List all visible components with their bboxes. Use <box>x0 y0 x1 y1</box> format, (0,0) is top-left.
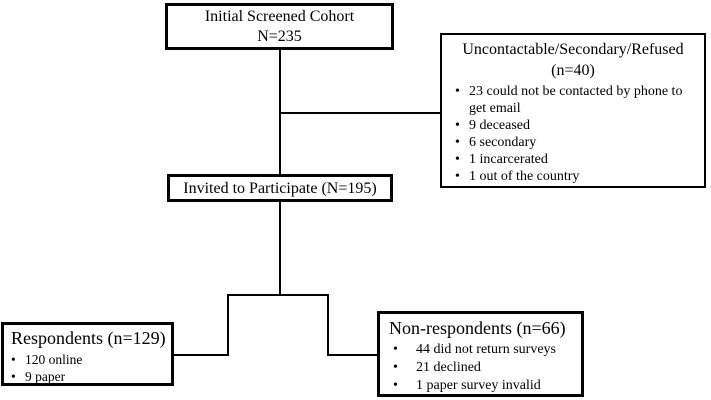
connector-left-vertical <box>227 294 229 356</box>
non-respondents-list: 44 did not return surveys21 declined1 pa… <box>389 341 577 395</box>
bullet-item: 21 declined <box>389 359 577 377</box>
bullet-item: 9 deceased <box>455 117 701 134</box>
bullet-item: 44 did not return surveys <box>389 341 577 359</box>
bullet-item: 1 paper survey invalid <box>389 377 577 395</box>
connector-branch-to-exclusion <box>279 112 440 114</box>
respondents-list: 120 online9 paper <box>11 351 167 385</box>
initial-cohort-title: Initial Screened Cohort <box>204 8 355 25</box>
connector-to-respondents <box>174 354 229 356</box>
connector-right-vertical <box>327 294 329 356</box>
connector-to-non-respondents <box>327 354 379 356</box>
connector-split-horizontal <box>227 294 329 296</box>
bullet-item: 6 secondary <box>455 134 701 151</box>
exclusion-count: (n=40) <box>551 62 595 79</box>
exclusion-title: Uncontactable/Secondary/Refused <box>462 41 684 58</box>
non-respondents-title: Non-respondents (n=66) <box>389 318 566 338</box>
exclusion-box: Uncontactable/Secondary/Refused (n=40) 2… <box>440 33 706 188</box>
respondents-box: Respondents (n=129) 120 online9 paper <box>1 322 174 386</box>
invited-box: Invited to Participate (N=195) <box>167 174 393 202</box>
initial-cohort-count: N=235 <box>257 28 302 45</box>
exclusion-list: 23 could not be contacted by phone to ge… <box>442 83 704 185</box>
bullet-item: 9 paper <box>11 368 167 385</box>
invited-label: Invited to Participate (N=195) <box>183 180 377 197</box>
bullet-item: 23 could not be contacted by phone to ge… <box>455 83 701 117</box>
bullet-item: 120 online <box>11 351 167 368</box>
bullet-item: 1 out of the country <box>455 168 701 185</box>
non-respondents-box: Non-respondents (n=66) 44 did not return… <box>377 311 584 397</box>
initial-cohort-box: Initial Screened Cohort N=235 <box>165 3 394 50</box>
bullet-item: 1 incarcerated <box>455 151 701 168</box>
respondents-title: Respondents (n=129) <box>11 328 166 348</box>
connector-invited-stem <box>279 202 281 296</box>
